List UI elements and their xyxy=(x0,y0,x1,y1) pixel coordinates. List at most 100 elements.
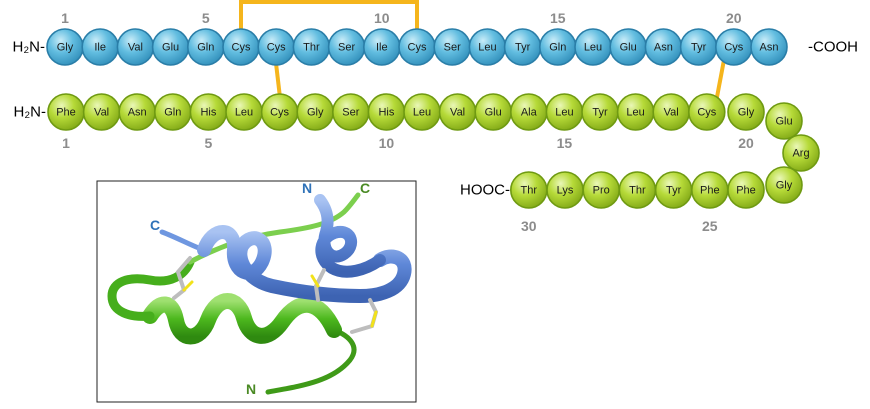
chain-b-residue: Arg xyxy=(782,134,820,172)
chain-b-residue-label: Phe xyxy=(700,185,720,197)
chain-b-residue-label: Ser xyxy=(342,107,359,119)
chain-b-residue: Cys xyxy=(260,93,299,131)
chain-a-residue-label: Val xyxy=(128,42,143,54)
chain-b-position-number: 20 xyxy=(738,135,754,151)
chain-b-loop xyxy=(107,257,195,321)
chain-b-residue: Leu xyxy=(616,93,655,131)
structure-label-b-n: N xyxy=(246,381,256,397)
chain-a-residue-bead xyxy=(750,28,788,66)
chain-a-position-number: 1 xyxy=(61,10,69,26)
chain-b-residue-label: Gln xyxy=(164,107,181,119)
chain-a-residue: Cys xyxy=(257,28,296,66)
chain-a-residue-label: Ile xyxy=(94,42,106,54)
chain-a-residue: Leu xyxy=(468,28,507,66)
chain-b-residue-label: His xyxy=(200,107,216,119)
chain-b-residue: Phe xyxy=(47,93,85,131)
chain-b-residue-label: Gly xyxy=(307,107,324,119)
chain-a-residue-label: Ser xyxy=(338,42,355,54)
structure-label-b-c: C xyxy=(360,180,370,196)
chain-a-helix-1 xyxy=(197,225,412,303)
chain-b-residue: Glu xyxy=(474,93,513,131)
chain-a-n-terminus: H₂N- xyxy=(13,39,45,56)
chain-b-residue: Leu xyxy=(403,93,441,131)
chain-b-residue: Gln xyxy=(154,93,192,131)
chain-a-residue: Ile xyxy=(362,28,401,66)
chain-b-residue-label: Phe xyxy=(56,107,76,119)
chain-b-residue: Lys xyxy=(546,171,584,209)
chain-b-position-number: 1 xyxy=(62,135,70,151)
chain-b-residue-label: Lys xyxy=(557,185,574,197)
chain-b-residue-label: Leu xyxy=(413,107,431,119)
chain-b-residue-label: Cys xyxy=(697,107,716,119)
chain-a-c-terminus: -COOH xyxy=(808,39,858,56)
chain-b-residue: Cys xyxy=(687,93,726,131)
chain-b-residue-label: Val xyxy=(94,107,109,119)
chain-b-residue-label: Leu xyxy=(626,107,644,119)
chain-b-residue-label: Glu xyxy=(485,107,502,119)
chain-b-position-number: 10 xyxy=(379,135,395,151)
chain-b-residue-bead xyxy=(509,171,548,209)
chain-b-residue-label: Leu xyxy=(555,107,573,119)
chain-b-residue-label: Asn xyxy=(128,107,147,119)
chain-b-residue-label: Thr xyxy=(629,185,646,197)
chain-b-position-number: 5 xyxy=(205,135,213,151)
chain-b-residue: Thr xyxy=(509,171,548,209)
disulfide-bonds xyxy=(239,0,726,99)
chain-a-residue-label: Cys xyxy=(232,42,251,54)
chain-a-residue: Asn xyxy=(750,28,788,66)
ribbon-structure-panel: N C C N xyxy=(96,180,417,403)
chain-b-residue: Thr xyxy=(618,171,657,209)
chain-a-residue-label: Gln xyxy=(197,42,214,54)
chain-a-residue: Gly xyxy=(46,28,84,66)
chain-b-residue-bead xyxy=(765,166,803,204)
chain-a-position-number: 10 xyxy=(374,10,390,26)
chain-a-residue: Cys xyxy=(398,28,436,66)
chain-b-residue-label: Tyr xyxy=(666,185,682,197)
chain-b-residue: Val xyxy=(82,93,121,131)
chain-a-residue-label: Leu xyxy=(584,42,602,54)
chain-a-residue-label: Ser xyxy=(444,42,461,54)
chain-b-residue: Ala xyxy=(509,93,548,131)
chain-a-residue: Asn xyxy=(644,28,683,66)
chain-a-residue: Ser xyxy=(327,28,366,66)
chain-b-residue-label: Tyr xyxy=(592,107,608,119)
chain-a-helix-2 xyxy=(314,194,386,278)
chain-b-residue-bead xyxy=(782,134,820,172)
chain-a-residue: Gln xyxy=(187,28,225,66)
chain-a-residue: Val xyxy=(116,28,155,66)
chain-b-residue-bead xyxy=(727,93,765,131)
chain-b-residue-label: Ala xyxy=(521,107,538,119)
chain-b-residue: Glu xyxy=(765,102,803,140)
chain-b-residue: Tyr xyxy=(581,93,619,131)
chain-b-residue: Asn xyxy=(118,93,156,131)
chain-a-residue: Cys xyxy=(714,28,753,66)
chain-a-residue-label: Cys xyxy=(267,42,286,54)
chain-a-residue-label: Gly xyxy=(57,42,74,54)
chain-b-residue-label: Val xyxy=(450,107,465,119)
chain-b-residue-label: His xyxy=(378,107,394,119)
chain-b-residue-label: Thr xyxy=(521,185,538,197)
chain-b-residue-label: Cys xyxy=(270,107,289,119)
chain-a-residue-label: Cys xyxy=(408,42,427,54)
chain-b-residue: Tyr xyxy=(654,171,693,209)
chain-a-residue: Leu xyxy=(574,28,612,66)
chain-b-residue-label: Arg xyxy=(792,148,809,160)
chain-b-residue: His xyxy=(367,93,406,131)
chain-b-residue: Leu xyxy=(225,93,263,131)
chain-b-residue: Gly xyxy=(296,93,335,131)
chain-a-position-number: 20 xyxy=(726,10,742,26)
chain-a-residue: Glu xyxy=(151,28,190,66)
disulfide-bond-a20-b19 xyxy=(714,60,726,99)
chain-b-residue: Phe xyxy=(690,171,729,209)
disulfide-sticks xyxy=(172,256,379,334)
structure-label-a-n: N xyxy=(302,180,312,196)
chain-b-residue: Ser xyxy=(331,93,370,131)
chain-b-residue: Phe xyxy=(727,171,765,209)
chain-a-residue: Cys xyxy=(222,28,260,66)
chain-a-residue-label: Asn xyxy=(654,42,673,54)
chain-a-residue: Glu xyxy=(609,28,648,66)
chain-b-position-number: 30 xyxy=(521,218,537,234)
